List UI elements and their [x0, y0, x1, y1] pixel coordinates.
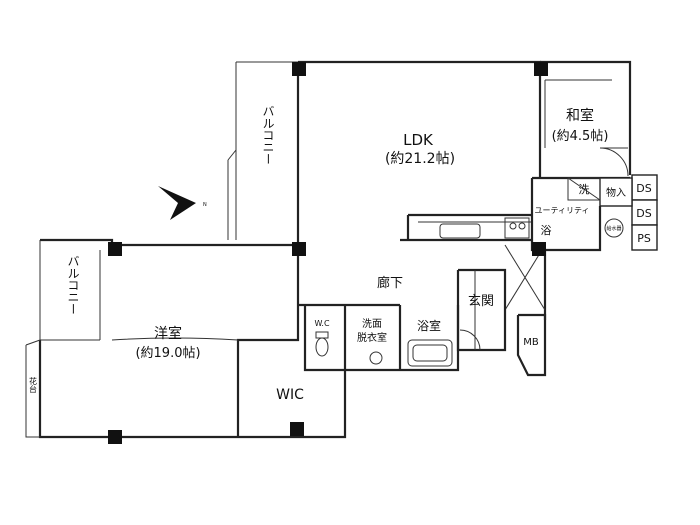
sen-label: 洗 — [579, 183, 590, 196]
bathtub-icon — [407, 339, 453, 367]
mb-label: MB — [523, 337, 539, 348]
kyutoki-label: 給水器 — [606, 225, 621, 232]
shaft-ps: PS — [637, 232, 651, 245]
water-heater-icon — [604, 218, 624, 238]
corridor-walls — [296, 238, 547, 320]
mb-area — [516, 313, 547, 377]
wic-label: WIC — [276, 387, 304, 403]
ldk-walls — [296, 60, 632, 245]
washitsu-label: 和室 — [566, 107, 594, 124]
ldk-size: (約21.2帖) — [385, 151, 455, 167]
yoshitsu-walls — [38, 238, 347, 439]
washitsu-area — [544, 79, 629, 177]
ldk-label: LDK — [403, 131, 434, 149]
genkan-area — [456, 268, 507, 352]
datsuishitsu-label: 脱衣室 — [357, 331, 387, 344]
balcony-left-label: バルコニー — [66, 255, 80, 315]
utility-area — [530, 178, 624, 252]
yoshitsu-size: (約19.0帖) — [135, 346, 200, 361]
wet-area-walls — [303, 305, 481, 372]
shaft-column — [567, 174, 658, 251]
svg-text:N: N — [203, 202, 207, 208]
structural-columns — [108, 62, 548, 444]
yoshitsu-label: 洋室 — [154, 325, 182, 342]
kitchen-counter — [439, 217, 530, 239]
stove-icon — [504, 217, 530, 239]
yoku-small-label: 浴 — [541, 224, 552, 237]
wc-label: W.C — [314, 319, 330, 328]
sink-icon — [369, 351, 383, 365]
door-swing-icon — [599, 147, 629, 177]
hanadai-label: 花台 — [29, 376, 38, 394]
shaft-ds-2: DS — [636, 207, 651, 220]
genkan-label: 玄関 — [468, 294, 494, 309]
balcony-top — [227, 61, 298, 240]
senmen-label: 洗面 — [362, 318, 382, 330]
sink-icon — [439, 223, 481, 239]
hanadai-area — [25, 339, 41, 438]
balcony-top-label: バルコニー — [261, 105, 275, 165]
washitsu-size: (約4.5帖) — [552, 129, 609, 144]
monoire-label: 物入 — [606, 186, 626, 199]
north-arrow-icon: N — [158, 186, 207, 220]
shaft-ds-1: DS — [636, 182, 651, 195]
utility-label: ユーティリティ — [534, 206, 589, 215]
roka-label: 廊下 — [377, 275, 403, 291]
yokushitsu-label: 浴室 — [417, 318, 441, 333]
toilet-icon — [315, 337, 329, 357]
